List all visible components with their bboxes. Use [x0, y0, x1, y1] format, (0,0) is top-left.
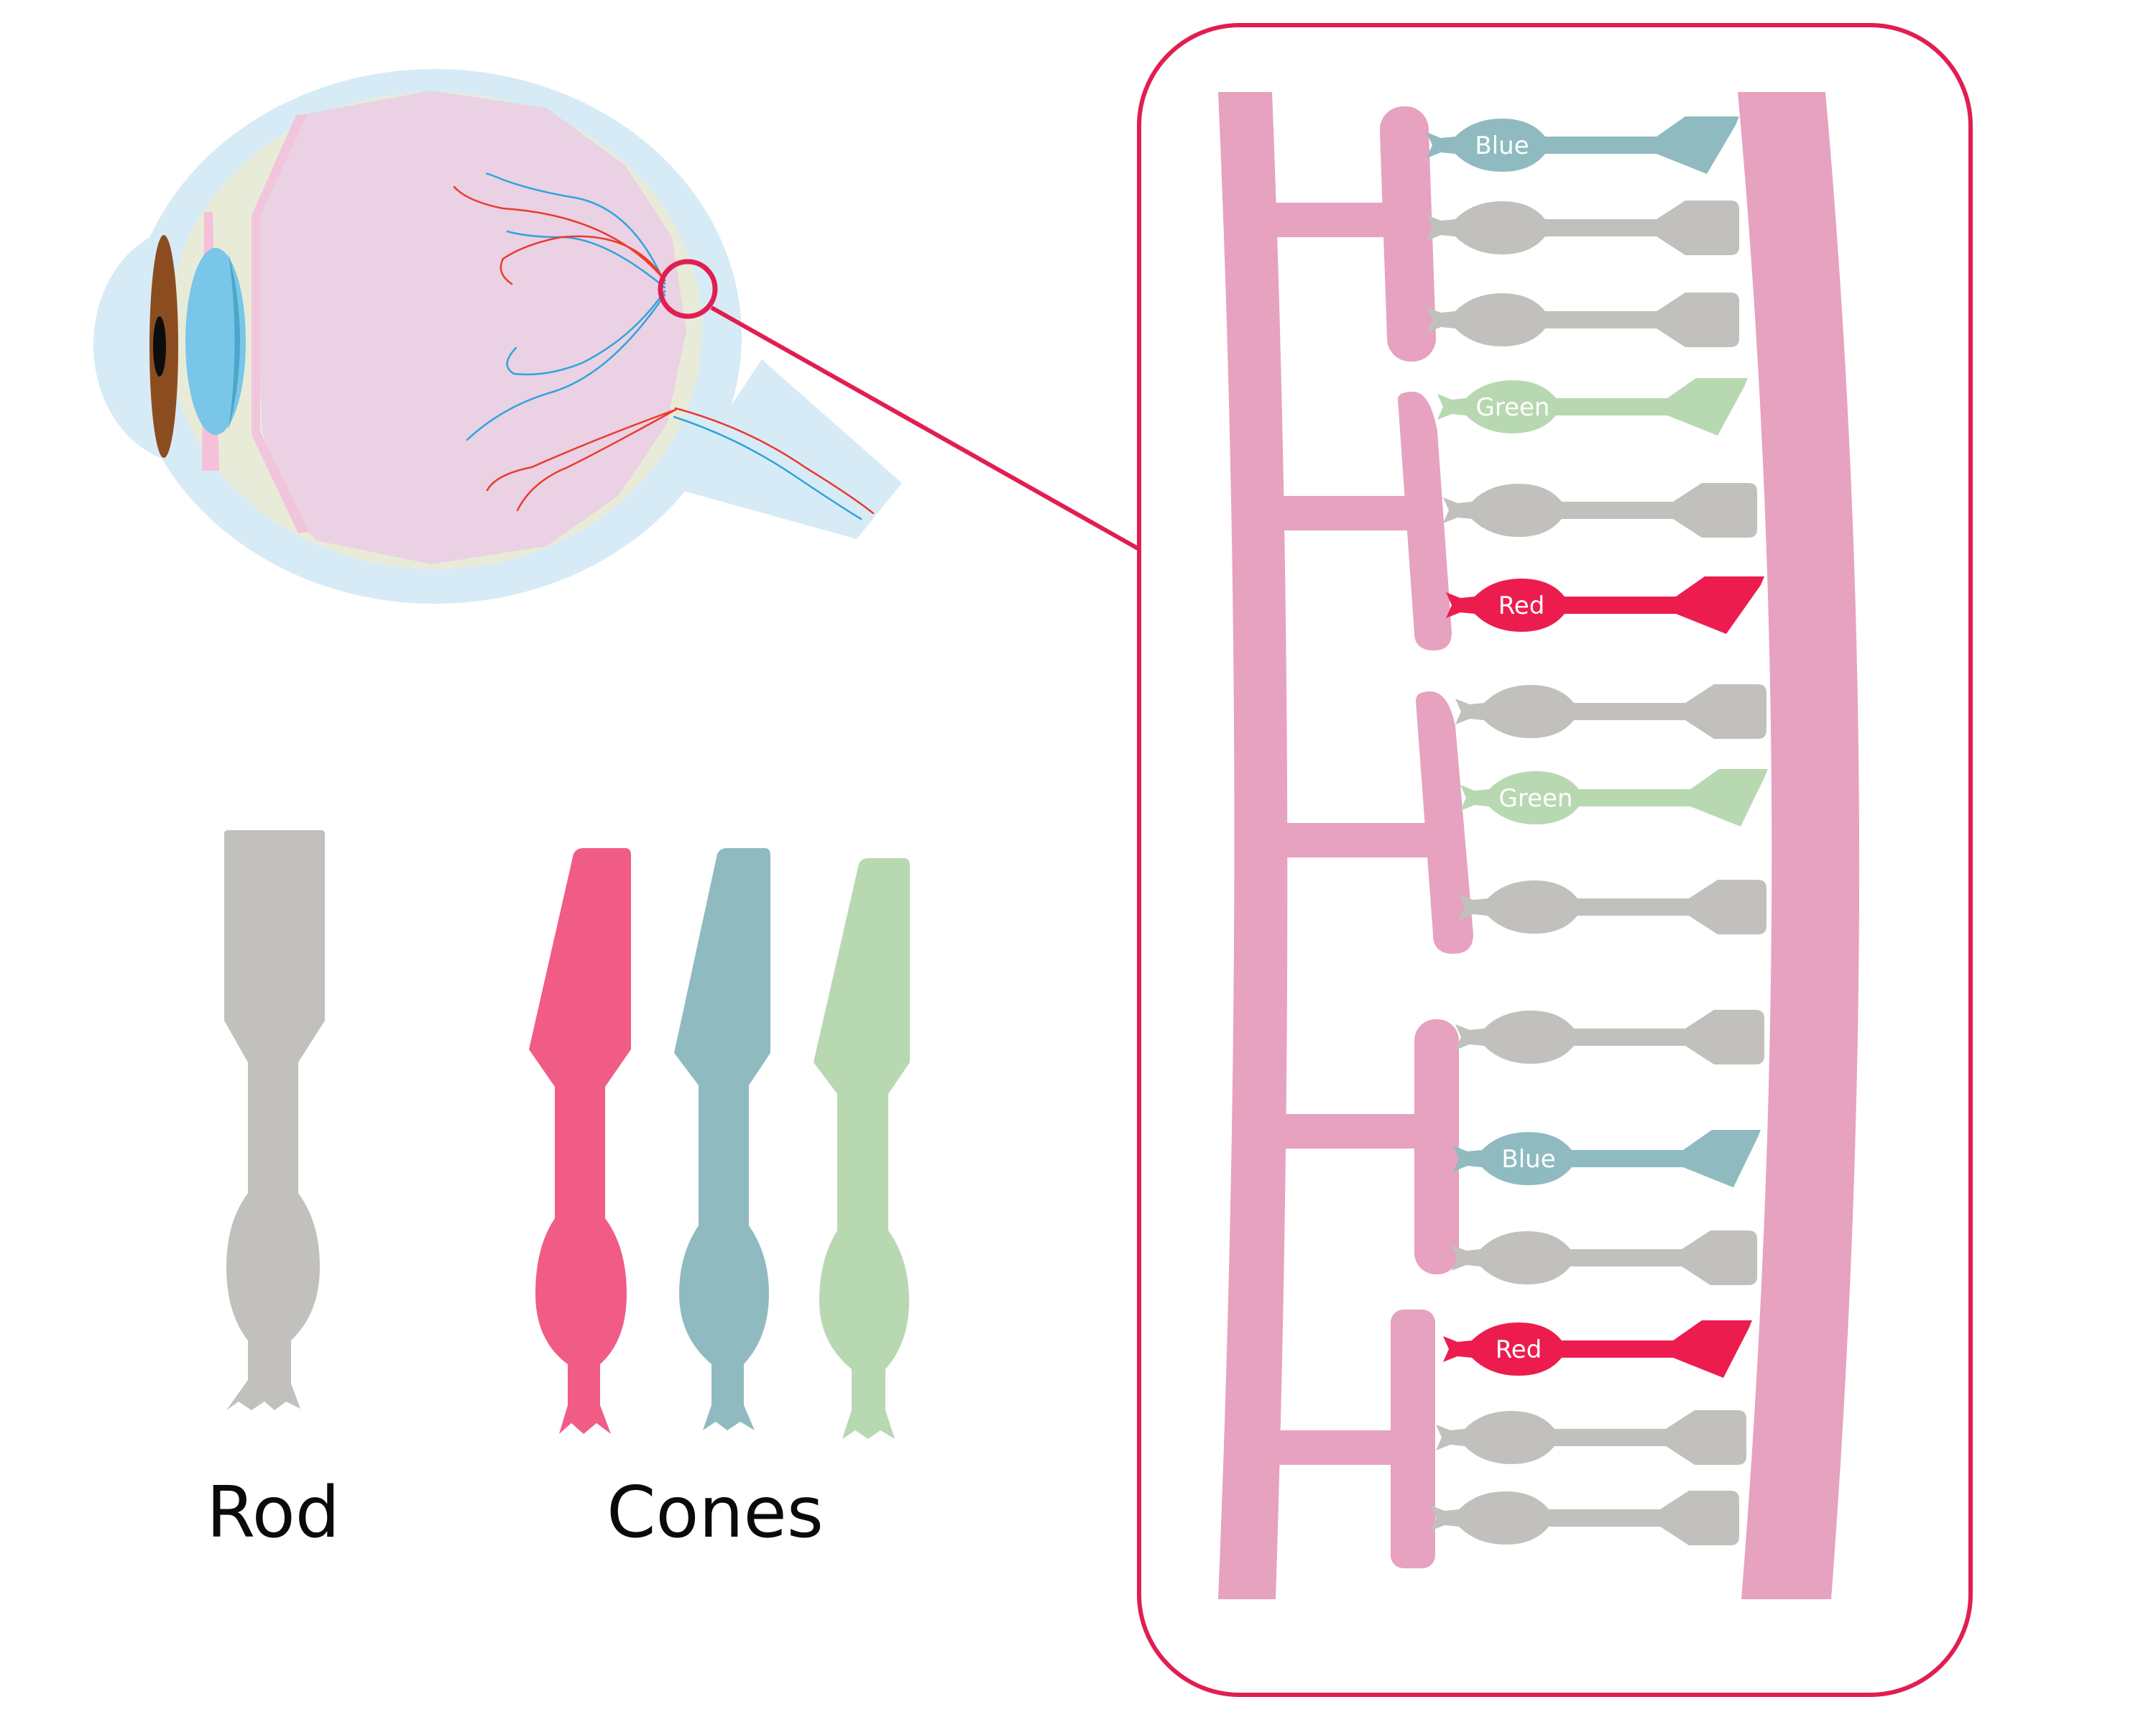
cone-shape: [1443, 1320, 1752, 1378]
rod-shape: [1443, 483, 1757, 538]
retinal-artery: [516, 408, 677, 512]
rod-illustration: Rod: [206, 830, 340, 1554]
rod-cell: [1436, 1410, 1746, 1465]
cone-type-label: Red: [1498, 592, 1545, 620]
rod-shape: [1452, 1230, 1757, 1285]
cone-shape: [1427, 116, 1739, 174]
ganglion-layer-band: [1218, 92, 1288, 1599]
vitreous-chamber: [259, 91, 686, 564]
rod-shape: [1436, 1410, 1746, 1465]
lens: [185, 248, 246, 435]
bipolar-cell: [1265, 1310, 1435, 1568]
cone-cell-red: Red: [1446, 576, 1764, 634]
retinal-vein: [506, 290, 666, 376]
cones-label: Cones: [607, 1472, 824, 1554]
cone-cell-green: Green: [1460, 769, 1768, 827]
rod-label: Rod: [206, 1472, 340, 1554]
cone-type-label: Blue: [1501, 1145, 1555, 1174]
rod-shape: [1455, 1010, 1764, 1064]
pigment-epithelium-band: [1738, 92, 1860, 1599]
retinal-vessel-red: [674, 407, 875, 515]
cone-type-label: Green: [1476, 393, 1550, 422]
cone-cell-blue: [674, 848, 770, 1430]
cone-shape: [1446, 576, 1764, 634]
rod-shape: [1459, 880, 1766, 934]
retinal-vessel-blue: [673, 415, 862, 520]
rod-cell: [1452, 1230, 1757, 1285]
cone-cell-green: Green: [1437, 378, 1748, 436]
cone-cell-blue: Blue: [1427, 116, 1739, 174]
retinal-artery: [486, 408, 677, 492]
retina-zoom-marker: [658, 259, 718, 319]
rod-cell: [1427, 293, 1739, 347]
pupil: [153, 316, 166, 377]
lens-shade: [229, 253, 240, 430]
rod-shape: [1427, 201, 1739, 255]
eye-illustration: [93, 69, 1141, 604]
cone-cell-red: Red: [1443, 1320, 1752, 1378]
rod-shape: [1455, 684, 1766, 739]
cone-shape: [1437, 378, 1748, 436]
bipolar-cell: [1279, 691, 1473, 954]
rod-cell: [1455, 1010, 1764, 1064]
rod-cell: [1455, 684, 1766, 739]
cone-type-label: Green: [1499, 784, 1573, 813]
cone-shape: [1460, 769, 1768, 827]
cone-type-label: Blue: [1475, 132, 1529, 160]
rod-cell: [1427, 201, 1739, 255]
cone-cell-green: [814, 858, 910, 1439]
cone-shape: [1453, 1130, 1761, 1187]
cone-cell-red: [529, 848, 631, 1434]
retinal-artery: [453, 185, 666, 282]
bipolar-cell: [1250, 106, 1437, 362]
cones-illustration: Cones: [529, 848, 910, 1554]
rod-shape: [1427, 293, 1739, 347]
rod-cell: [224, 830, 325, 1410]
rod-cell: [1430, 1491, 1739, 1545]
rod-cell: [1459, 880, 1766, 934]
rod-cell: [1443, 483, 1757, 538]
bipolar-cell: [1279, 1019, 1459, 1274]
rod-shape: [1430, 1491, 1739, 1545]
zoom-connector-line: [710, 305, 1141, 551]
cone-cell-blue: Blue: [1453, 1130, 1761, 1187]
retinal-vein: [486, 172, 666, 285]
retinal-vein: [466, 293, 666, 441]
bipolar-cell: [1265, 392, 1452, 650]
cone-type-label: Red: [1496, 1335, 1542, 1364]
